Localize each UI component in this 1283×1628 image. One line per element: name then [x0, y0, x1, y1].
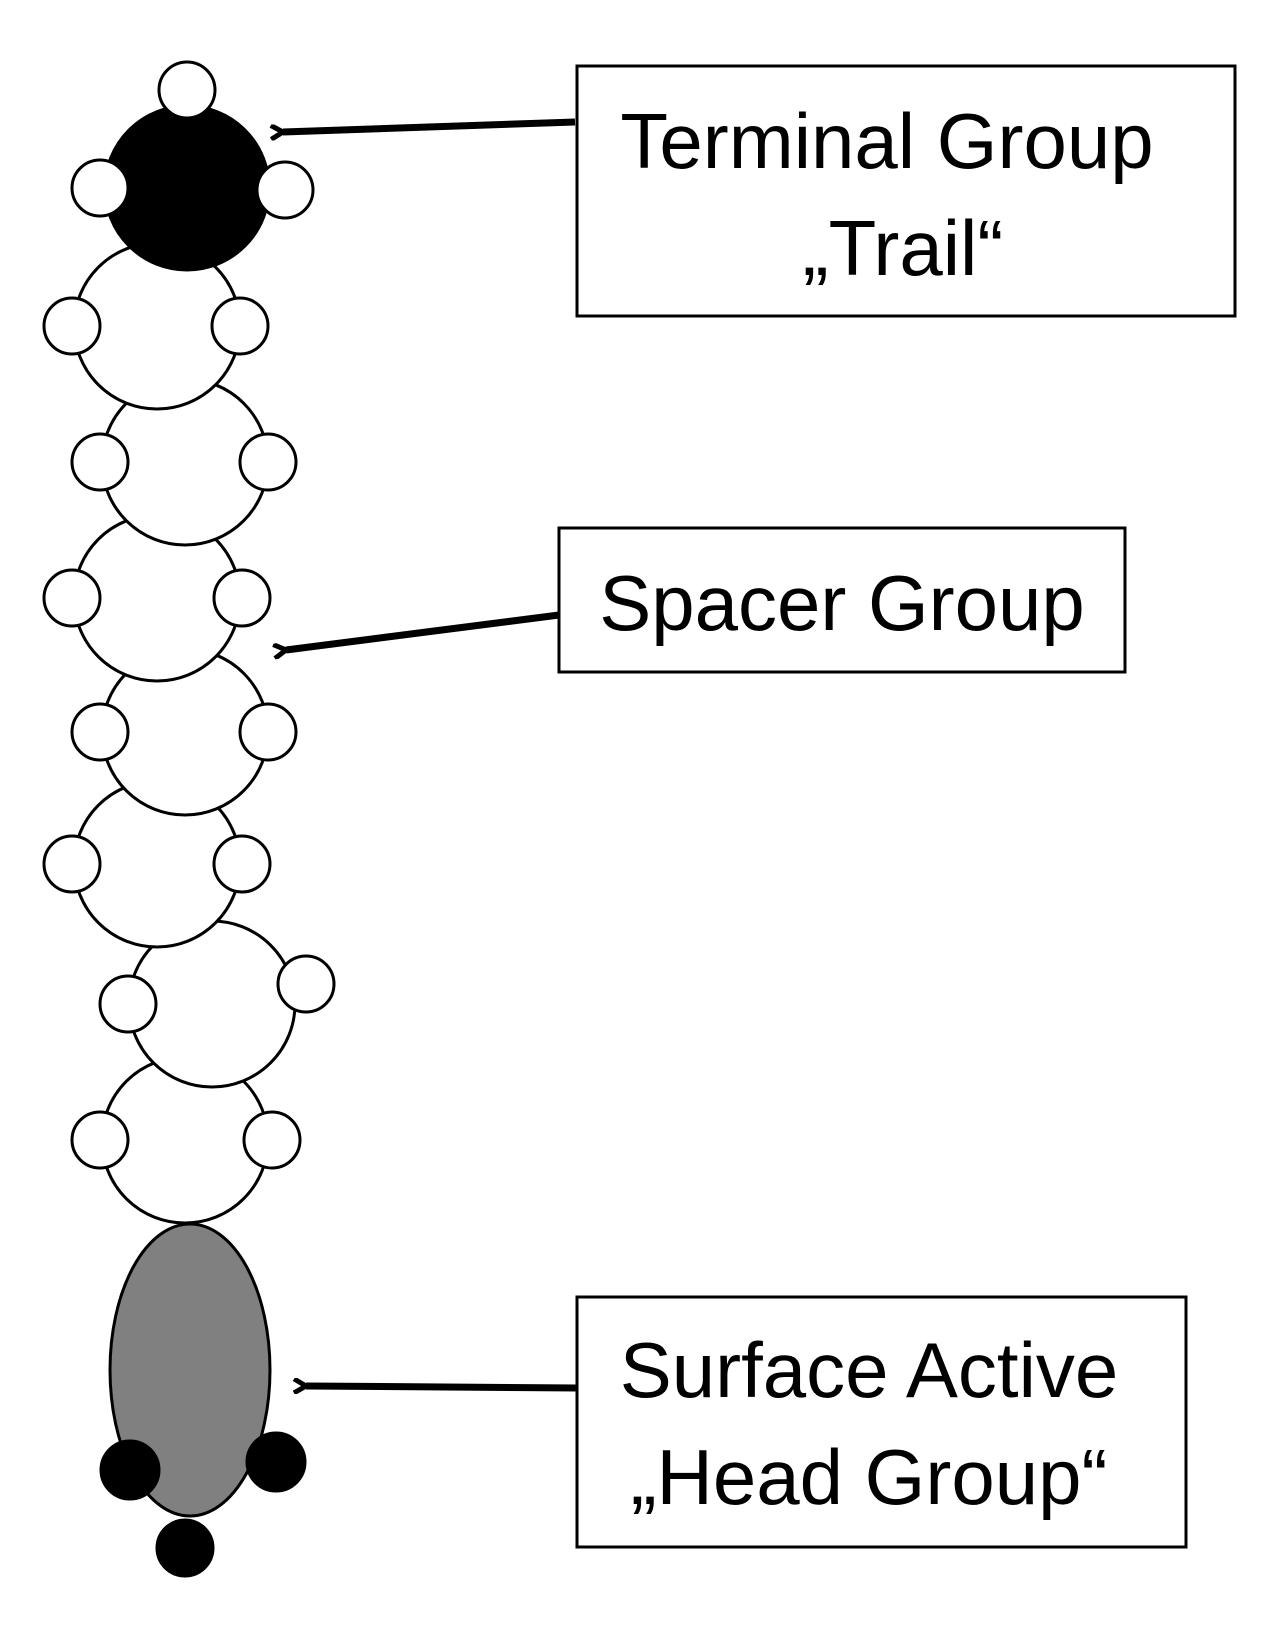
side-node: [255, 160, 315, 220]
side-node: [210, 296, 270, 356]
side-node: [212, 834, 272, 894]
terminal-unit: [103, 104, 271, 272]
terminal-label-line1: Terminal Group: [620, 97, 1153, 185]
side-node: [70, 702, 130, 762]
terminal-label-line2: „Trail“: [803, 204, 1004, 292]
side-node: [242, 1110, 302, 1170]
head-label-box: Surface Active „Head Group“: [575, 1295, 1188, 1549]
side-node: [276, 954, 336, 1014]
side-node: [238, 432, 298, 492]
side-node: [98, 974, 158, 1034]
head-label-line1: Surface Active: [620, 1326, 1119, 1414]
head-arrow: [306, 1386, 578, 1388]
spacer-segment: [98, 919, 336, 1089]
head-label-line2: „Head Group“: [631, 1433, 1108, 1521]
head-group: [99, 1222, 307, 1578]
molecule-chain: [42, 60, 336, 1578]
terminal-label-box: Terminal Group „Trail“: [575, 64, 1237, 318]
side-node: [212, 568, 272, 628]
head-node: [99, 1439, 161, 1501]
side-node: [42, 296, 102, 356]
side-node: [157, 60, 217, 120]
spacer-segment: [42, 513, 272, 683]
spacer-segment: [42, 241, 270, 411]
side-node: [70, 1110, 130, 1170]
side-node: [42, 568, 102, 628]
spacer-arrow: [286, 611, 560, 650]
head-unit: [108, 1222, 272, 1518]
spacer-segment: [70, 647, 298, 817]
terminal-arrow: [283, 118, 576, 132]
side-node: [42, 834, 102, 894]
spacer-label-line1: Spacer Group: [599, 559, 1085, 647]
terminal-group: [70, 60, 315, 272]
head-node: [245, 1431, 307, 1493]
spacer-segment: [70, 1055, 302, 1225]
side-node: [70, 158, 130, 218]
head-node: [155, 1518, 215, 1578]
side-node: [238, 702, 298, 762]
side-node: [70, 432, 130, 492]
spacer-segment: [70, 377, 298, 547]
spacer-label-box: Spacer Group: [557, 526, 1127, 674]
spacer-segment: [42, 779, 272, 949]
